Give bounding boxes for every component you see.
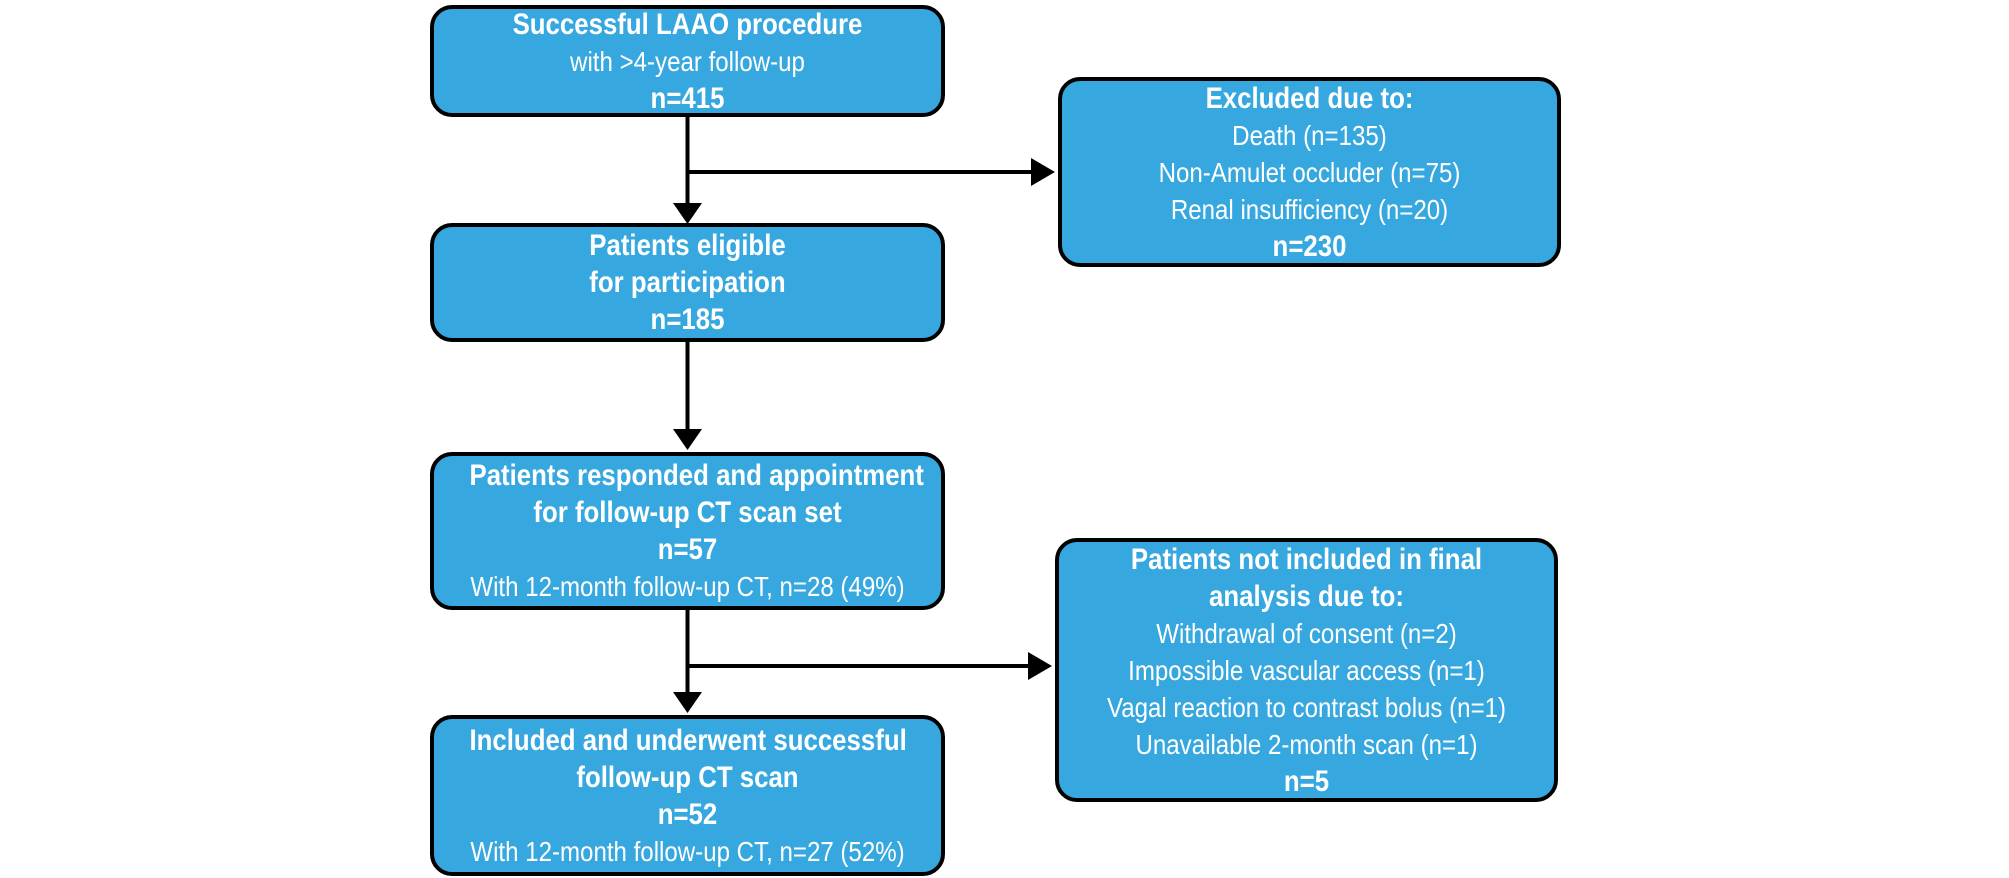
procedure-count: n=415 [650,81,725,115]
excluded-count: n=230 [1272,229,1347,263]
responded-title-line2: for follow-up CT scan set [533,496,842,529]
box-excluded-text: Excluded due to: Death (n=135) Non-Amule… [1097,80,1523,265]
eligible-title-line2: for participation [589,266,786,299]
included-title-line2: follow-up CT scan [576,760,799,794]
excluded-heading: Excluded due to: [1205,81,1414,115]
box-eligible: Patients eligible for participation n=18… [430,223,945,342]
included-12month-note: With 12-month follow-up CT, n=27 (52%) [470,835,905,867]
not-included-heading-line1: Patients not included in final [1130,542,1483,576]
box-eligible-text: Patients eligible for participation n=18… [469,227,905,338]
box-excluded: Excluded due to: Death (n=135) Non-Amule… [1058,77,1561,267]
excluded-reason-non-amulet: Non-Amulet occluder (n=75) [1158,156,1461,188]
arrowhead-down-responded [673,429,702,450]
not-included-reason-vagal: Vagal reaction to contrast bolus (n=1) [1106,691,1507,723]
eligible-count: n=185 [650,303,725,336]
responded-title-line1: Patients responded and appointment [469,459,924,492]
box-successful-procedure: Successful LAAO procedure with >4-year f… [430,5,945,117]
box-responded: Patients responded and appointment for f… [430,452,945,610]
box-not-included: Patients not included in final analysis … [1055,538,1558,802]
box-responded-text: Patients responded and appointment for f… [469,457,924,605]
box-included-text: Included and underwent successful follow… [469,722,907,870]
arrowhead-right-not-included [1028,652,1052,680]
box-not-included-text: Patients not included in final analysis … [1094,541,1520,800]
responded-count: n=57 [657,533,718,566]
arrowhead-down-included [673,692,702,713]
included-count: n=52 [657,797,718,831]
included-title-line1: Included and underwent successful [469,723,907,757]
arrowhead-down-eligible [673,203,702,224]
eligible-title-line1: Patients eligible [589,229,786,262]
not-included-reason-unavailable: Unavailable 2-month scan (n=1) [1135,728,1478,760]
procedure-subtitle: with >4-year follow-up [570,45,805,77]
excluded-reason-renal: Renal insufficiency (n=20) [1170,193,1449,225]
not-included-heading-line2: analysis due to: [1208,579,1404,613]
not-included-reason-withdrawal: Withdrawal of consent (n=2) [1156,617,1457,649]
responded-12month-note: With 12-month follow-up CT, n=28 (49%) [470,571,905,602]
procedure-title: Successful LAAO procedure [512,7,863,41]
box-successful-procedure-text: Successful LAAO procedure with >4-year f… [469,6,905,117]
arrowhead-right-excluded [1031,158,1055,186]
not-included-reason-vascular: Impossible vascular access (n=1) [1128,654,1485,686]
not-included-count: n=5 [1283,764,1330,798]
box-included: Included and underwent successful follow… [430,715,945,876]
excluded-reason-death: Death (n=135) [1232,119,1387,151]
